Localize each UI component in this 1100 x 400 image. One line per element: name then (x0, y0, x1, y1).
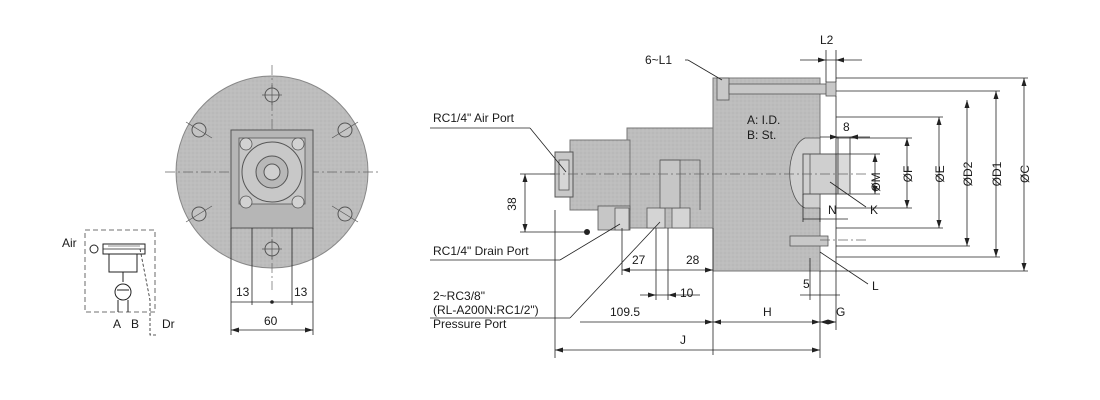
dim-5: 5 (803, 277, 810, 291)
dim-g: G (836, 305, 845, 319)
callout-6-l1: 6~L1 (645, 53, 672, 67)
dim-8: 8 (843, 120, 850, 134)
dim-h: H (763, 305, 772, 319)
schematic-air-label: Air (62, 236, 77, 250)
schematic-a-label: A (113, 317, 121, 331)
hydraulic-schematic: Air A B Dr (62, 229, 175, 336)
dim-j: J (680, 333, 686, 347)
air-port-label: RC1/4" Air Port (433, 111, 515, 125)
dim-10: 10 (680, 286, 694, 300)
dim-d1: ØD1 (990, 161, 1004, 186)
dim-27: 27 (632, 253, 646, 267)
pressure-port-line1: 2~RC3/8" (433, 289, 485, 303)
pressure-port-line3: Pressure Port (433, 317, 507, 331)
front-view: 13 13 60 (165, 65, 380, 335)
pressure-port-line2: (RL-A200N:RC1/2") (433, 303, 539, 317)
dim-l: L (872, 279, 879, 293)
front-dim-60: 60 (264, 314, 278, 328)
callout-l2: L2 (820, 33, 834, 47)
schematic-b-label: B (131, 317, 139, 331)
schematic-dr-label: Dr (162, 317, 175, 331)
front-dim-13-right: 13 (294, 285, 308, 299)
note-b: B: St. (747, 128, 776, 142)
dim-f: ØF (901, 166, 915, 183)
drain-port-label: RC1/4" Drain Port (433, 244, 529, 258)
dim-e: ØE (933, 165, 947, 182)
side-view: ØM ØF ØE ØD2 ØD1 ØC 8 N K L 6~L1 L2 A: I… (430, 33, 1032, 358)
front-dim-13-left: 13 (236, 285, 250, 299)
note-a: A: I.D. (747, 113, 780, 127)
dim-109-5: 109.5 (610, 305, 640, 319)
dim-k: K (870, 203, 878, 217)
dim-c: ØC (1018, 165, 1032, 183)
dim-38: 38 (505, 197, 519, 211)
dim-28: 28 (686, 253, 700, 267)
dim-d2: ØD2 (961, 161, 975, 186)
dim-n: N (828, 203, 837, 217)
dim-m: ØM (869, 172, 883, 191)
